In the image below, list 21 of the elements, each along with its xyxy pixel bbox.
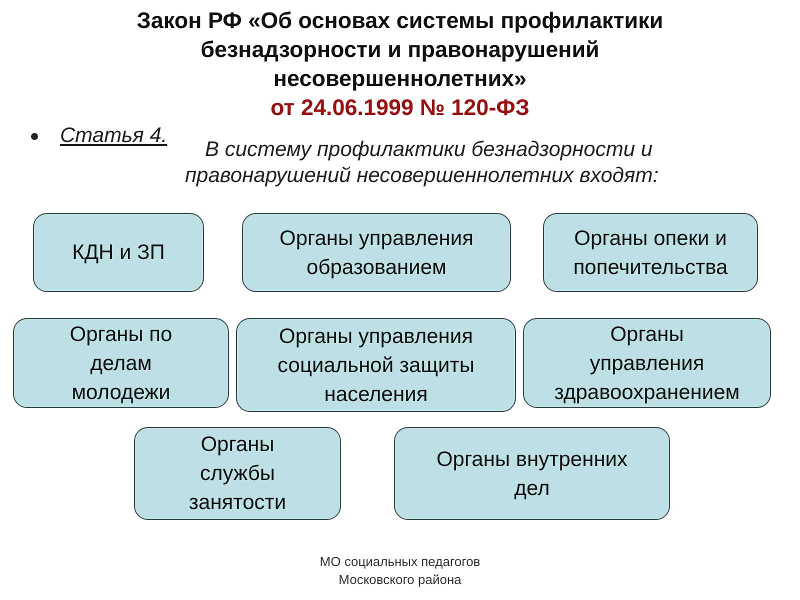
box-label: КДН и ЗП bbox=[72, 240, 165, 266]
box-label: Органы управления образованием bbox=[278, 226, 474, 280]
organ-box bbox=[523, 318, 771, 408]
intro-text: В систему профилактики безнадзорности и правонарушений несовершеннолетних входят: bbox=[185, 137, 660, 189]
organ-box bbox=[13, 318, 229, 408]
title: Закон РФ «Об основах системы профилактики безнадзорности и правонарушений несовершеннолетних» bbox=[136, 7, 664, 93]
box-label: Органы службы занятости bbox=[188, 432, 288, 516]
box-label: Органы внутренних дел bbox=[435, 446, 629, 502]
organ-box bbox=[242, 213, 511, 292]
law-date: от 24.06.1999 № 120-ФЗ bbox=[270, 94, 530, 122]
organ-box bbox=[134, 427, 341, 520]
organ-box bbox=[394, 427, 670, 520]
organ-box bbox=[543, 213, 758, 292]
organ-box bbox=[236, 318, 516, 412]
box-label: Органы опеки и попечительства bbox=[572, 226, 729, 280]
article-heading: Статья 4. bbox=[60, 124, 168, 148]
box-label: Органы управления здравоохранением bbox=[554, 322, 740, 406]
organ-box bbox=[33, 213, 204, 292]
footer-note: МО социальных педагогов Московского района bbox=[318, 553, 482, 589]
box-label: Органы управления социальной защиты населения bbox=[276, 324, 476, 408]
box-label: Органы по делам молодежи bbox=[68, 322, 174, 406]
